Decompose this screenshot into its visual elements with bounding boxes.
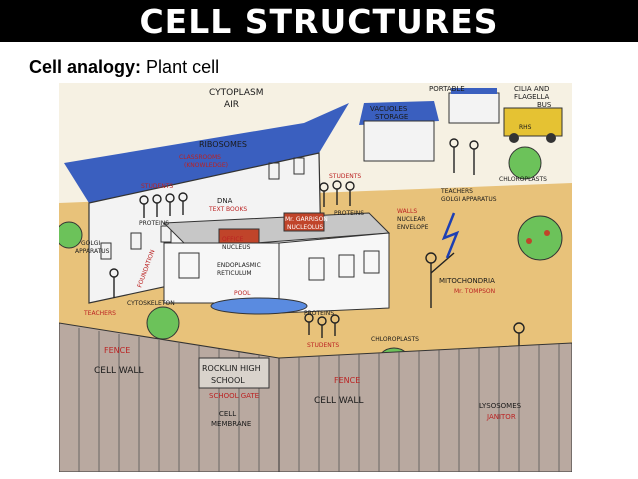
- label-cell-wall-2: CELL WALL: [314, 396, 363, 406]
- label-students-2: STUDENTS: [329, 173, 361, 180]
- label-janitor: JANITOR: [486, 413, 516, 421]
- slide-title: CELL STRUCTURES: [139, 1, 499, 41]
- label-teachers-2: TEACHERS: [83, 310, 116, 317]
- label-nucleus: NUCLEUS: [222, 244, 251, 251]
- label-school-gate: SCHOOL GATE: [209, 392, 259, 400]
- label-nuclear: NUCLEAR: [397, 216, 425, 223]
- students-group-left: [139, 192, 188, 218]
- illustration-svg: CYTOPLASM AIR VACUOLES STORAGE PORTABLE …: [55, 83, 573, 473]
- label-chloroplasts-2: CHLOROPLASTS: [371, 336, 419, 343]
- fence-right: [278, 342, 573, 473]
- label-dna: DNA: [217, 197, 233, 205]
- storage-wall: [363, 120, 435, 162]
- label-mitochondria: MITOCHONDRIA: [439, 277, 495, 285]
- label-mr-garrison: Mr. GARRISON: [285, 216, 328, 223]
- label-textbooks: TEXT BOOKS: [208, 206, 247, 213]
- school-window: [308, 257, 325, 281]
- tree: [146, 306, 180, 340]
- fence: [58, 322, 573, 473]
- classroom-window: [293, 157, 305, 175]
- bus-wheel: [509, 133, 519, 143]
- label-fence-1: FENCE: [104, 346, 130, 355]
- label-pool: POOL: [234, 290, 251, 297]
- illustration-labels: CYTOPLASM AIR VACUOLES STORAGE PORTABLE …: [75, 85, 552, 428]
- label-classrooms: CLASSROOMS: [179, 154, 221, 161]
- label-walls: WALLS: [397, 208, 417, 215]
- school-window: [363, 250, 380, 274]
- cell-analogy-illustration: CYTOPLASM AIR VACUOLES STORAGE PORTABLE …: [55, 83, 573, 473]
- portable-building: [448, 88, 500, 124]
- brick-chimney: [218, 228, 260, 244]
- tree-fruit: [526, 238, 532, 244]
- label-proteins-3: PROTEINS: [304, 310, 334, 317]
- classroom-window: [160, 225, 172, 243]
- label-golgi-2: GOLGI: [81, 240, 100, 247]
- label-students-3: STUDENTS: [307, 342, 339, 349]
- label-flagella: FLAGELLA: [514, 93, 550, 101]
- subtitle-value: Plant cell: [146, 57, 220, 77]
- students-group-front: [304, 313, 340, 338]
- label-storage: STORAGE: [375, 113, 408, 121]
- label-mr-tompson: Mr. TOMPSON: [454, 288, 495, 295]
- label-air: AIR: [224, 100, 239, 110]
- storage-roof: [359, 101, 439, 125]
- label-knowledge: (KNOWLEDGE): [184, 162, 228, 169]
- label-proteins-2: PROTEINS: [334, 210, 364, 217]
- school-wall-right: [278, 232, 390, 314]
- label-fence-2: FENCE: [334, 376, 360, 385]
- label-golgi-1: GOLGI APPARATUS: [441, 196, 497, 203]
- subtitle-label: Cell analogy:: [29, 57, 142, 77]
- classroom-window: [130, 232, 142, 250]
- label-proteins-1: PROTEINS: [139, 220, 169, 227]
- bus-wheel: [546, 133, 556, 143]
- tree: [508, 146, 542, 180]
- label-cell: CELL: [219, 410, 236, 418]
- label-portable: PORTABLE: [429, 85, 465, 93]
- portable-roof: [451, 88, 497, 94]
- storage-shed: [359, 101, 439, 162]
- label-lysosomes: LYSOSOMES: [479, 402, 522, 410]
- students-group-center: [319, 180, 355, 207]
- label-ribosomes: RIBOSOMES: [199, 140, 247, 149]
- slide-subtitle: Cell analogy: Plant cell: [29, 57, 219, 78]
- school-window: [338, 254, 355, 278]
- label-rocklin: ROCKLIN HIGH: [202, 364, 261, 373]
- label-chloroplasts-1: CHLOROPLASTS: [499, 176, 547, 183]
- label-envelope: ENVELOPE: [397, 224, 429, 231]
- portable-wall: [448, 92, 500, 124]
- tree: [55, 221, 83, 249]
- label-reticulum: RETICULUM: [217, 270, 252, 277]
- office-sign: [283, 212, 325, 232]
- golgi-teacher: [109, 268, 119, 298]
- label-nucleolus: NUCLEOLUS: [287, 224, 323, 231]
- teachers-group: [449, 138, 479, 175]
- tree-fruit: [544, 230, 550, 236]
- label-cytoskeleton: CYTOSKELETON: [127, 300, 175, 307]
- bus-body: [503, 107, 563, 137]
- mitochondria-teacher: [425, 212, 460, 308]
- label-endoplasmic: ENDOPLASMIC: [217, 262, 261, 269]
- classroom-roof: [64, 103, 349, 203]
- bus: [503, 107, 563, 143]
- classroom-window: [100, 242, 112, 260]
- tree: [517, 215, 563, 261]
- label-apparatus: APPARATUS: [75, 248, 110, 255]
- pool: [210, 297, 308, 315]
- school-window: [178, 252, 200, 279]
- main-school-building: [162, 212, 391, 314]
- classroom-window: [268, 162, 280, 180]
- school-sign: [198, 357, 270, 389]
- label-vacuoles: VACUOLES: [370, 105, 408, 113]
- label-cell-wall-1: CELL WALL: [94, 366, 143, 376]
- label-office: OFFICE: [222, 236, 244, 243]
- label-teachers-1: TEACHERS: [440, 188, 473, 195]
- label-cytoplasm: CYTOPLASM: [209, 88, 264, 98]
- label-students-1: STUDENTS: [141, 183, 173, 190]
- label-membrane: MEMBRANE: [211, 420, 251, 428]
- label-school: SCHOOL: [211, 376, 245, 385]
- title-bar: CELL STRUCTURES: [0, 0, 638, 42]
- label-rhs: RHS: [519, 124, 532, 131]
- label-bus: BUS: [537, 101, 552, 109]
- label-cilia: CILIA AND: [514, 85, 549, 93]
